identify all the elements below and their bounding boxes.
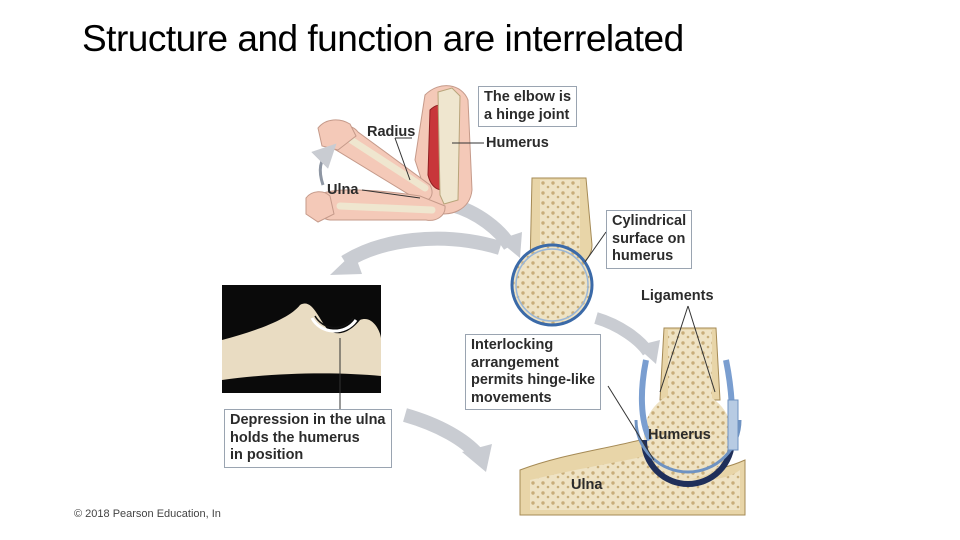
callout-line: The elbow is xyxy=(484,89,572,105)
ligaments-label: Ligaments xyxy=(641,288,714,304)
flow-arrow-4 xyxy=(403,408,484,460)
callout-line: Depression in the ulna xyxy=(230,412,386,428)
hand-lowered xyxy=(305,191,335,223)
callout-line: a hinge joint xyxy=(484,106,570,123)
callout-line: arrangement xyxy=(471,354,559,371)
flow-arrow-1-head xyxy=(498,232,522,258)
callout-line: movements xyxy=(471,389,552,406)
ulna-label-bottom: Ulna xyxy=(571,477,603,493)
callout-line: Cylindrical xyxy=(612,213,687,229)
humerus-head-cylinder xyxy=(510,243,594,327)
flow-arrow-2 xyxy=(341,231,503,269)
flow-arrow-4-head xyxy=(462,444,492,472)
callout-line: humerus xyxy=(612,248,674,264)
hinge-joint-callout: The elbow is a hinge joint xyxy=(478,86,578,127)
callout-line: surface on xyxy=(612,230,686,247)
cylindrical-surface-callout: Cylindrical surface on humerus xyxy=(606,210,693,269)
ulna-bone-top xyxy=(336,202,436,214)
humerus-label-bottom: Humerus xyxy=(648,427,711,443)
flow-arrow-2-head xyxy=(330,252,362,275)
flow-arrow-3-head xyxy=(636,340,660,364)
articular-cartilage xyxy=(641,439,735,487)
ligament-left xyxy=(638,359,653,442)
humerus-bone-top xyxy=(437,87,461,205)
motion-arrow xyxy=(311,143,337,186)
humerus-label-top: Humerus xyxy=(486,135,549,151)
humerus-head-bottom xyxy=(644,391,732,479)
ulna-label-top: Ulna xyxy=(327,182,359,198)
radius-bone-top xyxy=(341,132,429,192)
slide-title: Structure and function are interrelated xyxy=(82,18,684,59)
callout-line: permits hinge-like xyxy=(471,372,596,388)
callout-line: in position xyxy=(230,447,304,463)
copyright-footer: © 2018 Pearson Education, In xyxy=(74,508,221,520)
callout-line: Interlocking xyxy=(471,337,554,353)
depression-callout: Depression in the ulna holds the humerus… xyxy=(224,409,392,468)
callout-line: holds the humerus xyxy=(230,429,360,446)
radius-label: Radius xyxy=(367,124,416,140)
ulna-photo-bone xyxy=(222,303,381,380)
interlocking-callout: Interlocking arrangement permits hinge-l… xyxy=(465,334,602,410)
hand-raised xyxy=(317,119,357,151)
